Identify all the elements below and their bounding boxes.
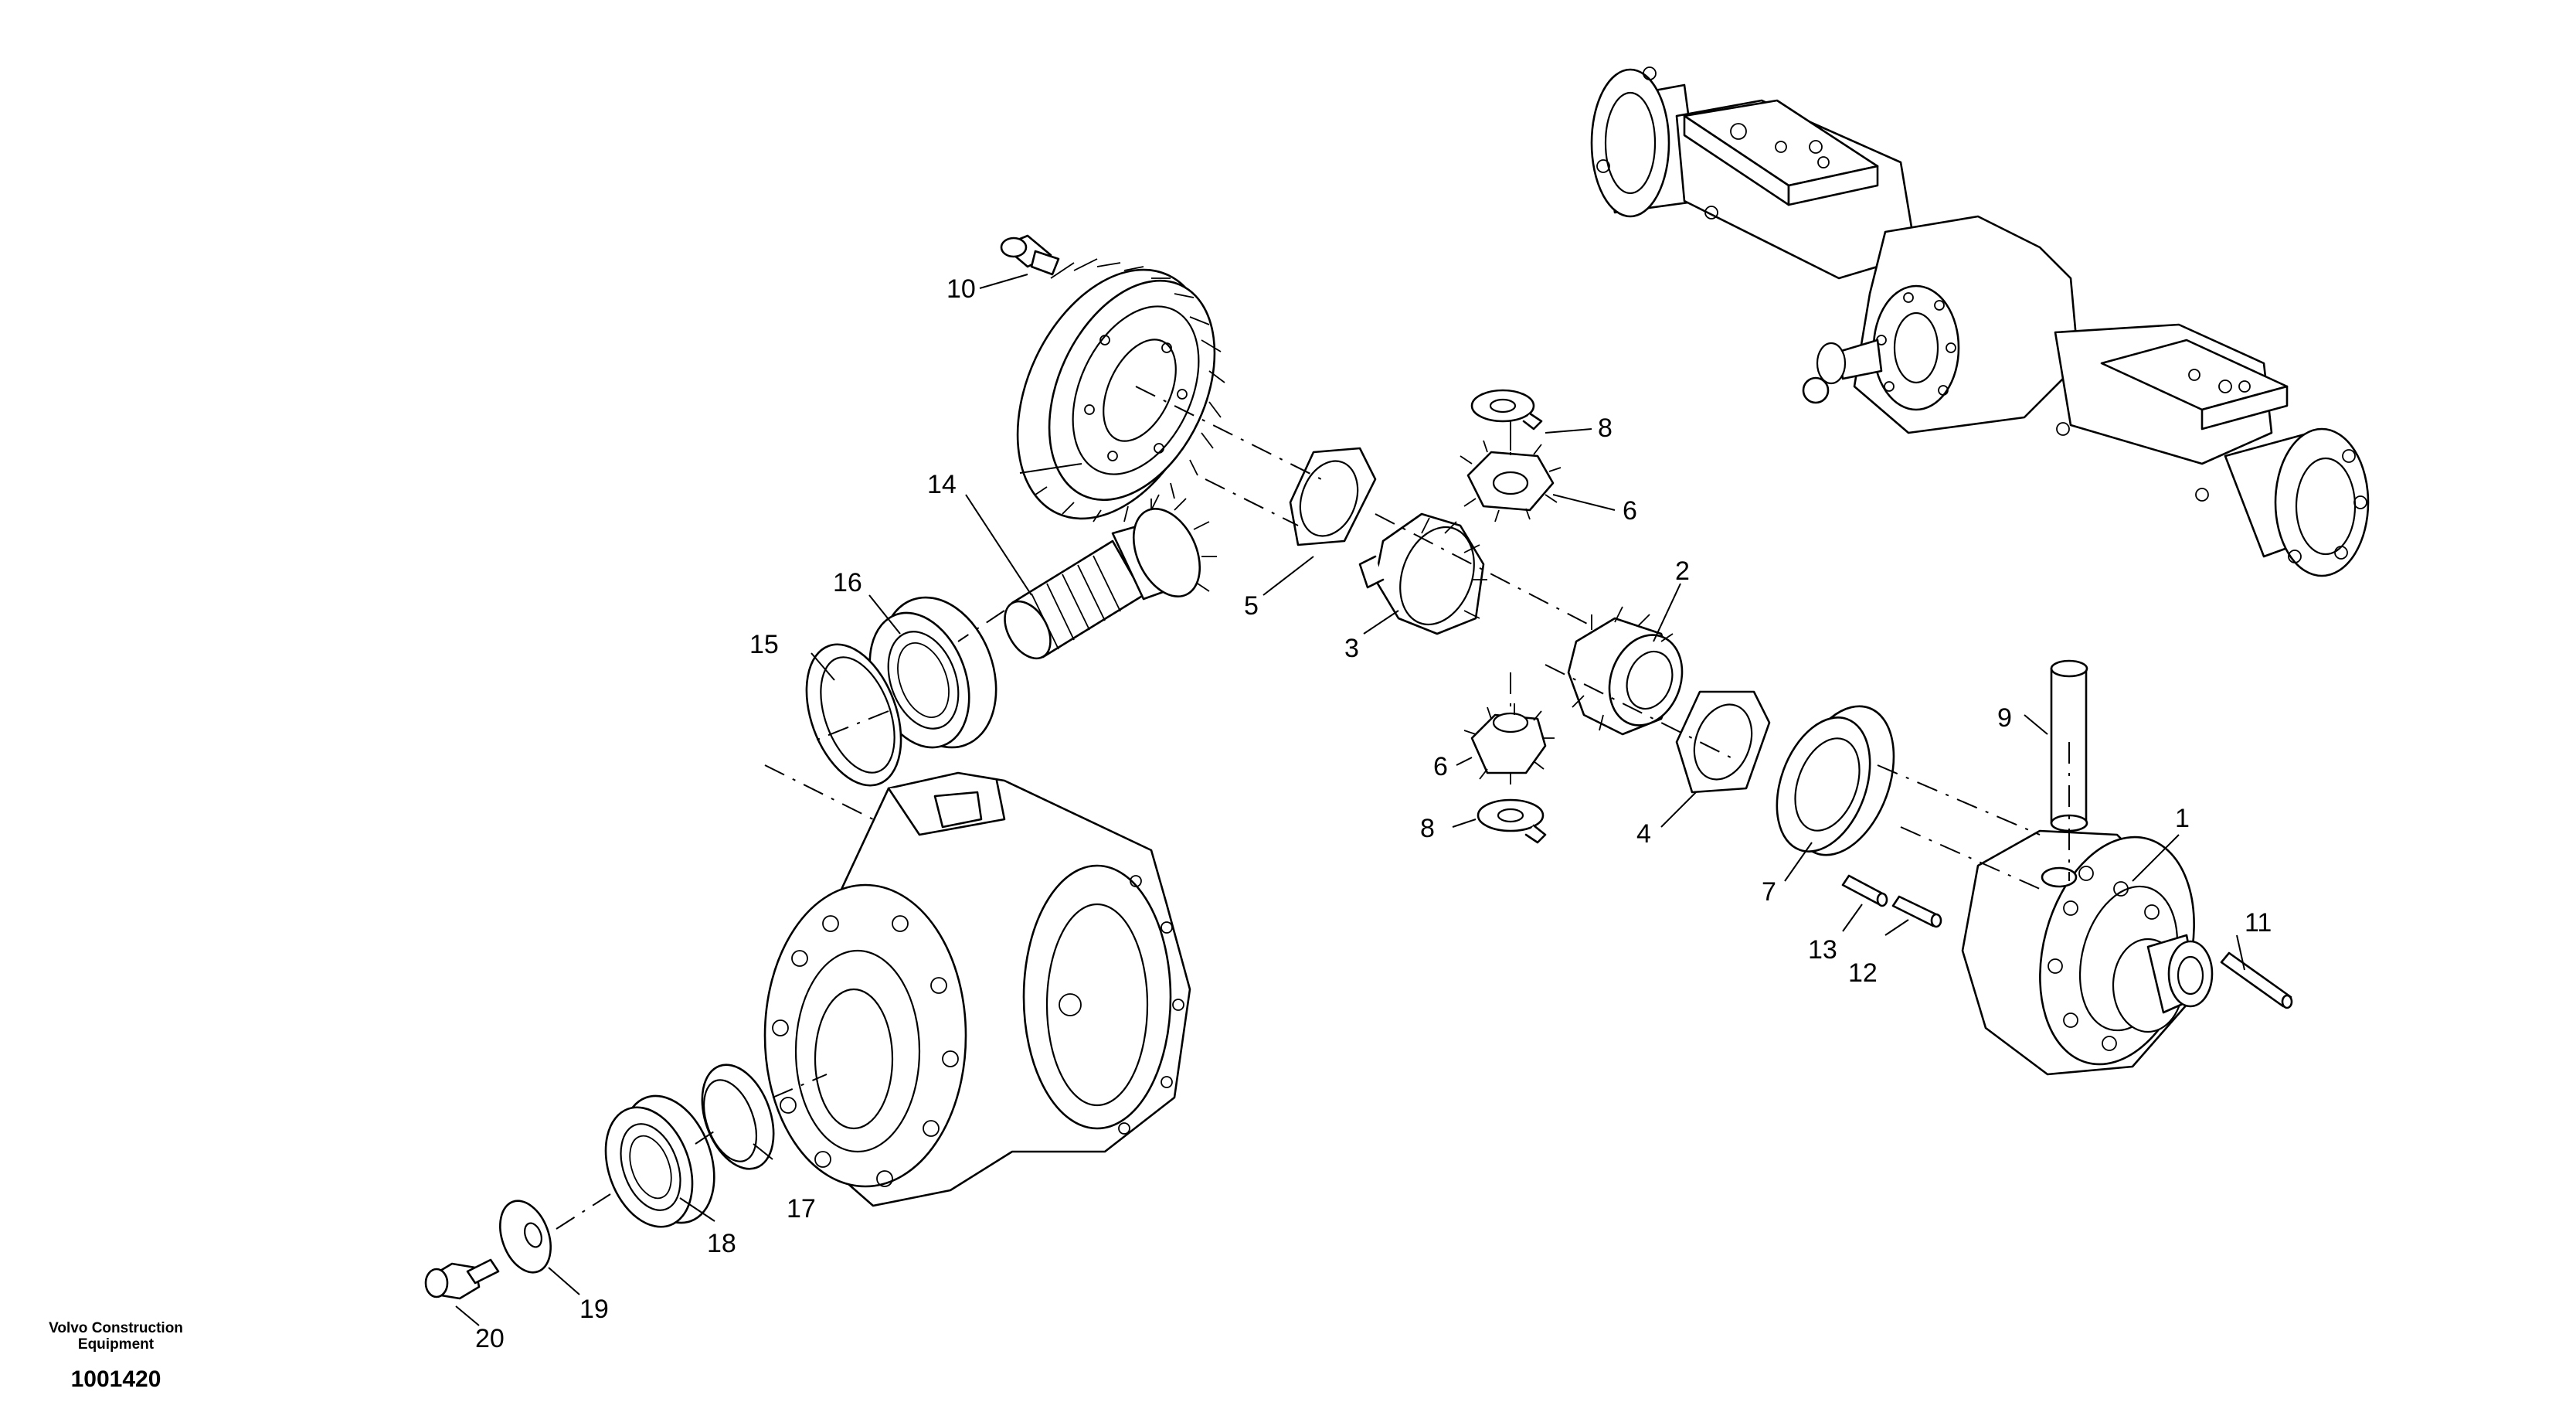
assembly-centerlines [556,386,2070,1230]
part-20-bolt [424,1258,500,1300]
footer-credit: Volvo Construction Equipment 1001420 [23,1320,209,1393]
part-8-washer-upper [1470,389,1543,431]
manufacturer-name: Volvo Construction Equipment [23,1320,209,1353]
manufacturer-line-2: Equipment [77,1336,155,1353]
axle-assembly-illustration [1590,66,2370,577]
part-3-differential-case [1358,512,1487,635]
callout-7: 7 [1762,877,1776,907]
callout-18: 18 [707,1229,736,1258]
document-number: 1001420 [70,1366,161,1392]
part-4-thrust-washer [1675,690,1771,794]
axle-housing [763,771,1191,1207]
callout-2: 2 [1675,556,1690,586]
callout-15: 15 [749,630,779,659]
callout-6-upper: 6 [1623,496,1637,526]
part-6-spider-gear-upper [1460,439,1562,522]
callout-6-lower: 6 [1433,752,1448,781]
manufacturer-line-1: Volvo Construction [49,1320,183,1336]
part-8-washer-lower [1477,798,1547,844]
callout-8-lower: 8 [1420,814,1435,843]
part-11-pin [2220,951,2293,1009]
callout-19: 19 [579,1295,609,1324]
callout-14: 14 [927,470,957,499]
part-5-thrust-washer [1289,447,1377,546]
part-6-spider-gear-lower [1463,703,1555,784]
callout-12: 12 [1848,958,1878,988]
part-2-side-gear [1567,606,1684,736]
part-12-pin [1891,895,1942,928]
part-13-pin [1841,874,1888,907]
callout-20: 20 [475,1324,505,1353]
callout-5: 5 [1244,591,1259,621]
part-7-bearing [1776,705,1895,856]
part-1-differential-housing [1961,829,2214,1076]
callout-8-upper: 8 [1598,414,1613,443]
callout-11: 11 [2245,908,2272,938]
callout-9: 9 [1997,703,2012,733]
callout-3: 3 [1344,634,1359,663]
callout-13: 13 [1808,935,1837,965]
part-19-washer [499,1200,552,1274]
part-10-bolt [1000,234,1060,276]
callout-17: 17 [787,1194,816,1224]
callout-16: 16 [833,568,862,597]
part-18-bearing [604,1094,715,1228]
pinion-shaft [1004,494,1217,660]
part-14-ring-gear [1016,258,1225,522]
part-17-seal-ring [701,1064,775,1170]
callout-labels: 1 2 3 4 5 6 6 7 8 8 9 10 11 12 13 14 15 … [475,274,2272,1353]
callout-10: 10 [946,274,976,304]
part-15-shim-ring [805,643,902,787]
callout-leaders [455,274,2245,1326]
callout-4: 4 [1636,819,1651,849]
callout-1: 1 [2175,804,2190,833]
